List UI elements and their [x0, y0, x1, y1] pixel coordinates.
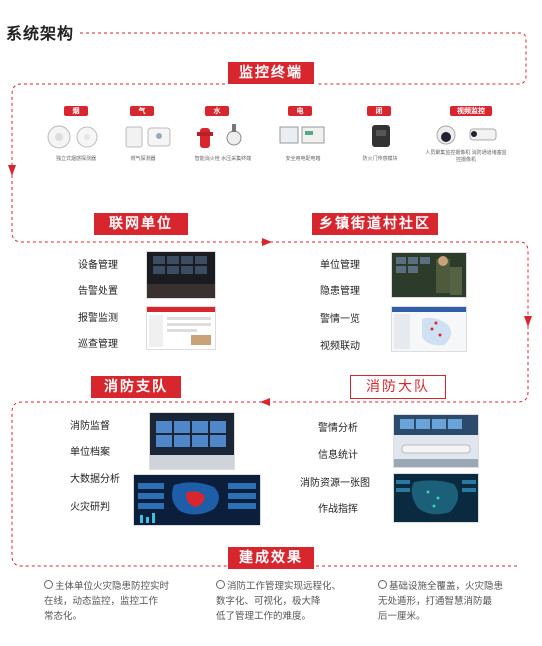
command-center-image [149, 412, 235, 470]
list-item: 火灾研判 [70, 502, 110, 513]
arrow-icon [260, 398, 270, 406]
device-caption: 人员聚集监控摄像机 消防通道堵塞监控摄像机 [425, 150, 507, 163]
section-township: 乡镇街道村社区 [312, 213, 438, 235]
list-item: 巡查管理 [78, 339, 118, 350]
list-item: 单位管理 [320, 260, 360, 271]
list-item: 作战指挥 [318, 504, 358, 515]
list-item: 大数据分析 [70, 474, 120, 485]
section-result: 建成效果 [228, 547, 314, 569]
bullet-icon [216, 580, 225, 589]
category-video: 视频监控 [450, 106, 492, 116]
camera-icon [436, 125, 497, 145]
list-item: 设备管理 [78, 260, 118, 271]
device-caption: 独立式烟感探测器 [55, 156, 96, 162]
patrol-room-image [391, 252, 467, 298]
resource-map-image [393, 473, 479, 523]
gas-detector-icon [125, 126, 171, 148]
list-item: 隐患管理 [320, 286, 360, 297]
arrow-icon [524, 316, 532, 327]
list-item: 警情一览 [320, 314, 360, 325]
device-caption: 燃气探测器 [130, 156, 156, 162]
list-item: 消防监督 [70, 421, 110, 432]
section-fire-brigade: 消防大队 [350, 375, 446, 399]
arrow-icon [8, 165, 16, 176]
arrow-icon [262, 238, 272, 246]
electric-box-icon [279, 126, 325, 144]
device-caption: 防火门传感模块 [362, 156, 398, 162]
effect-2: 消防工作管理实现远程化、 数字化、可视化，极大降低了管理工作的难度。 [216, 580, 342, 622]
dispatch-hall-image [393, 414, 479, 468]
category-door: 闭 [367, 106, 391, 116]
effect-1: 主体单位火灾隐患防控实时 在线，动态监控，监控工作常态化。 [44, 580, 170, 622]
smoke-detector-icon [47, 125, 98, 149]
bullet-icon [44, 580, 53, 589]
list-item: 单位档案 [70, 447, 110, 458]
list-item: 视频联动 [320, 341, 360, 352]
section-fire-branch: 消防支队 [91, 376, 181, 398]
category-water: 水 [205, 106, 229, 116]
list-item: 报警监测 [78, 313, 118, 324]
monitor-room-image [146, 251, 216, 299]
list-item: 告警处置 [78, 286, 118, 297]
hydrant-icon [197, 124, 242, 148]
map-screenshot-image [391, 306, 467, 352]
category-electric: 电 [288, 106, 312, 116]
list-item: 信息统计 [318, 450, 358, 461]
device-caption: 安全用电配电箱 [285, 156, 321, 162]
category-smoke: 烟 [64, 106, 88, 116]
category-gas: 气 [130, 106, 154, 116]
effect-3: 基础设施全覆盖，火灾隐患 无处遁形，打通智慧消防最后一厘米。 [378, 580, 504, 622]
web-screenshot-image [146, 306, 216, 350]
section-terminal: 监控终端 [228, 62, 314, 84]
section-network-unit: 联网单位 [94, 213, 188, 235]
list-item: 警情分析 [318, 423, 358, 434]
page-title: 系统架构 [6, 24, 75, 43]
device-caption: 智能消火栓 水压采集终端 [194, 156, 252, 162]
bullet-icon [378, 580, 387, 589]
list-item: 消防资源一张图 [300, 478, 370, 489]
door-sensor-icon [372, 125, 390, 147]
bigdata-dashboard-image [133, 474, 261, 526]
